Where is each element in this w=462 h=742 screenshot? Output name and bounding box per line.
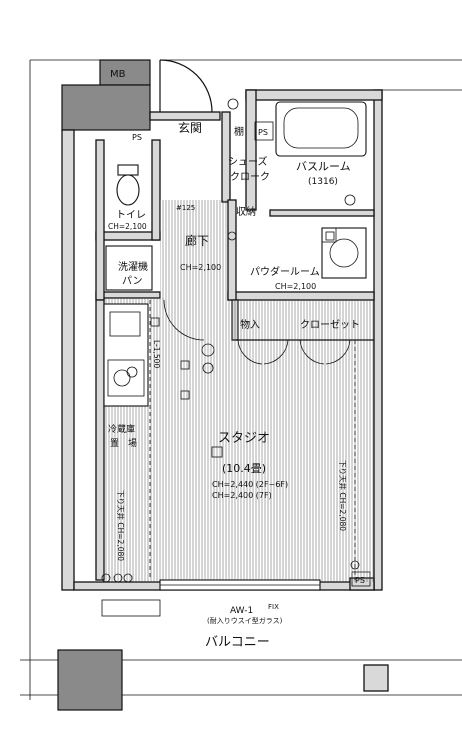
- label-shoes-1: シューズ: [228, 155, 268, 168]
- label-num-125: #125: [176, 204, 195, 212]
- kitchen-counter: [103, 303, 149, 407]
- label-studio-ch2: CH=2,400 (7F): [212, 491, 272, 500]
- label-balcony: バルコニー: [205, 635, 270, 650]
- label-reizo-2: 置 場: [110, 437, 137, 449]
- label-roka: 廊下: [185, 233, 209, 248]
- label-wash-2: パン: [122, 275, 143, 287]
- hall-door: [163, 299, 205, 341]
- label-powder: パウダールーム: [250, 265, 320, 278]
- label-studio-ch1: CH=2,440 (2F~6F): [212, 480, 288, 489]
- balcony-columns: [57, 649, 389, 711]
- washing-pan: [105, 245, 153, 291]
- floor-hatch: [104, 200, 374, 582]
- label-closet: クローゼット: [300, 319, 360, 331]
- label-wash-1: 洗濯機: [118, 260, 148, 273]
- label-l-dim: L-1,500: [152, 340, 161, 368]
- symbols: [101, 98, 360, 583]
- bathtub: [275, 101, 367, 206]
- label-toilet: トイレ: [116, 210, 146, 221]
- labels: MB PS PS PS 玄関 棚 シューズ クローク バスルーム (1316) …: [108, 69, 365, 650]
- label-right-ceiling: 下り天井 CH=2,080: [338, 460, 348, 531]
- label-fix: FIX: [268, 603, 279, 611]
- label-studio-size: (10.4畳): [222, 462, 266, 475]
- label-ps-bottom: PS: [355, 576, 365, 585]
- label-shuno: 収納: [236, 205, 256, 218]
- label-bath-size: (1316): [308, 177, 338, 187]
- label-left-ceiling: 下り天井 CH=2,080: [116, 490, 126, 561]
- label-roka-ch: CH=2,100: [180, 263, 221, 272]
- label-glass: (耐入りウスイ型ガラス): [207, 616, 283, 625]
- label-toilet-ch: CH=2,100: [108, 222, 147, 231]
- toilet-fixture: [116, 164, 140, 206]
- entrance-door: [159, 59, 213, 113]
- label-shoes-2: クローク: [230, 171, 270, 183]
- label-monoire: 物入: [240, 318, 260, 331]
- label-studio: スタジオ: [218, 431, 270, 446]
- label-ps-right-top: PS: [258, 128, 268, 137]
- label-powder-ch: CH=2,100: [275, 282, 316, 291]
- powder-sink: [321, 227, 367, 279]
- balcony-window: [101, 579, 321, 617]
- label-tana: 棚: [234, 125, 244, 138]
- label-mb: MB: [110, 69, 126, 80]
- label-bathroom: バスルーム: [296, 160, 351, 173]
- label-ps-top: PS: [132, 133, 142, 142]
- label-aw: AW-1: [230, 606, 253, 616]
- label-reizo-1: 冷蔵庫: [108, 423, 135, 435]
- mb-block: [61, 59, 151, 131]
- label-genkan: 玄関: [178, 120, 202, 135]
- closet-doors: [236, 339, 374, 365]
